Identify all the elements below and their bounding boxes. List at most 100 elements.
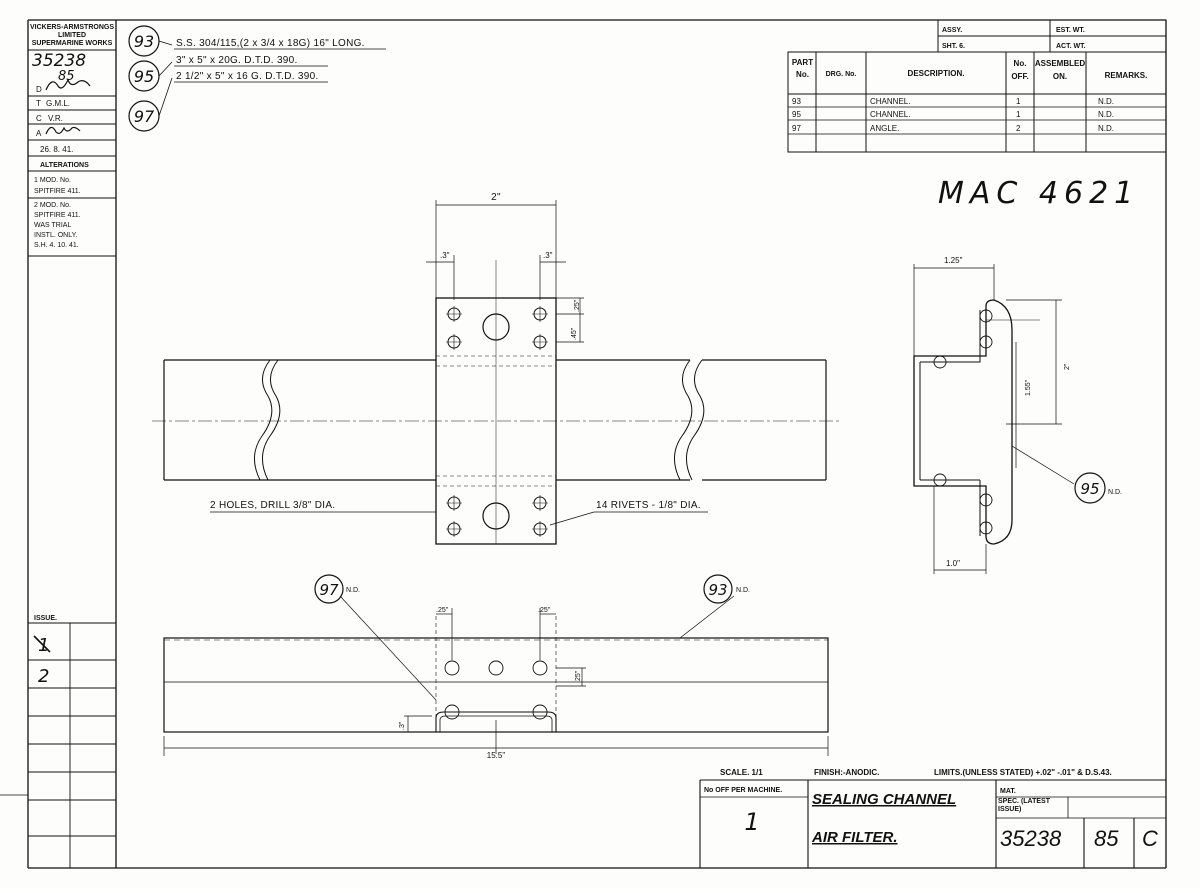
table-row-2-part: 95 bbox=[792, 110, 801, 119]
section-95-number: 95 bbox=[1080, 480, 1099, 498]
alteration-2-line-1: 2 MOD. No. bbox=[34, 202, 71, 209]
elevation-length-dim: 15.5" bbox=[487, 751, 506, 760]
issue-title: ISSUE. bbox=[34, 615, 57, 622]
company-limited: LIMITED bbox=[58, 32, 86, 39]
elevation-97-note: N.D. bbox=[346, 587, 360, 594]
section-2-dim: 2" bbox=[1064, 363, 1071, 370]
plan-left-dim: .3" bbox=[440, 251, 450, 260]
alteration-2-line-5: S.H. 4. 10. 41. bbox=[34, 242, 79, 249]
revision-date: 26. 8. 41. bbox=[40, 145, 73, 154]
issue-2: 2 bbox=[38, 666, 49, 687]
approved-signature bbox=[45, 126, 81, 135]
section-95-note: N.D. bbox=[1108, 489, 1122, 496]
limits-label: LIMITS.(UNLESS STATED) +.02" -.01" & D.S… bbox=[934, 768, 1112, 777]
revision-block: VICKERS-ARMSTRONGS LIMITED SUPERMARINE W… bbox=[28, 24, 116, 868]
assy-label: ASSY. bbox=[942, 27, 962, 34]
title-sheet-number: 85 bbox=[1094, 826, 1119, 851]
alteration-1-line-1: 1 MOD. No. bbox=[34, 177, 71, 184]
section-95-balloon bbox=[1074, 472, 1106, 504]
section-155-dim: 1.55" bbox=[1025, 379, 1032, 396]
alteration-2-line-2: SPITFIRE 411. bbox=[34, 212, 81, 219]
est-weight-label: EST. WT. bbox=[1056, 27, 1085, 34]
company-works: SUPERMARINE WORKS bbox=[32, 40, 113, 47]
header-assembled-on: ASSEMBLED ON. bbox=[1035, 59, 1085, 81]
elevation-side-25-dim: .25" bbox=[575, 670, 582, 683]
holes-note: 2 HOLES, DRILL 3/8" DIA. bbox=[210, 500, 335, 511]
mat-label: MAT. bbox=[1000, 788, 1016, 795]
finish-label: FINISH:-ANODIC. bbox=[814, 768, 879, 777]
elevation-3-dim: .3" bbox=[399, 721, 406, 730]
table-row-1-remarks: N.D. bbox=[1098, 97, 1114, 106]
elevation-97-number: 97 bbox=[319, 581, 339, 599]
elevation-view bbox=[163, 574, 829, 756]
table-row-3-remarks: N.D. bbox=[1098, 124, 1114, 133]
table-row-2-off: 1 bbox=[1016, 110, 1021, 119]
section-top-dim: 1.25" bbox=[944, 256, 963, 265]
table-row-3-part: 97 bbox=[792, 124, 801, 133]
header-no-off: No. OFF. bbox=[1011, 59, 1028, 81]
sheet-label: SHT. 6. bbox=[942, 43, 965, 50]
drawn-signature bbox=[45, 78, 91, 91]
section-view bbox=[913, 264, 1106, 574]
spec-label: SPEC. (LATEST ISSUE) bbox=[998, 798, 1050, 813]
no-off-value: 1 bbox=[744, 808, 759, 836]
title-block bbox=[699, 779, 1166, 868]
header-drg-no: DRG. No. bbox=[826, 71, 857, 78]
alteration-2-line-4: INSTL. ONLY. bbox=[34, 232, 77, 239]
rivets-note: 14 RIVETS - 1/8" DIA. bbox=[596, 500, 701, 511]
elevation-97-balloon bbox=[314, 574, 344, 604]
table-row-3-off: 2 bbox=[1016, 124, 1021, 133]
alterations-title: ALTERATIONS bbox=[40, 162, 89, 169]
elevation-93-number: 93 bbox=[708, 581, 727, 599]
material-97-spec: 2 1/2" x 5" x 16 G. D.T.D. 390. bbox=[176, 71, 319, 82]
elevation-left-25-dim: .25" bbox=[436, 607, 449, 614]
material-list bbox=[128, 25, 386, 132]
title-issue-letter: C bbox=[1142, 826, 1158, 851]
revision-sheet-ref: 85 bbox=[58, 69, 75, 84]
header-description: DESCRIPTION. bbox=[908, 69, 965, 78]
approved-label: A bbox=[36, 129, 42, 138]
issue-1-strike bbox=[33, 635, 51, 653]
parts-table bbox=[787, 19, 1167, 153]
checked-by: V.R. bbox=[48, 114, 63, 123]
title-line-2: AIR FILTER. bbox=[811, 829, 898, 846]
material-95-number: 95 bbox=[134, 67, 154, 86]
traced-label: T bbox=[36, 99, 41, 108]
parts-table-rows: 93 CHANNEL. 1 N.D. 95 CHANNEL. 1 N.D. 97… bbox=[792, 97, 1114, 133]
checked-label: C bbox=[36, 114, 42, 123]
table-row-1-part: 93 bbox=[792, 97, 801, 106]
table-row-3-desc: ANGLE. bbox=[870, 124, 899, 133]
table-row-1-off: 1 bbox=[1016, 97, 1021, 106]
table-row-2-remarks: N.D. bbox=[1098, 110, 1114, 119]
table-row-1-desc: CHANNEL. bbox=[870, 97, 910, 106]
plan-width-dim: 2" bbox=[491, 192, 501, 203]
company-name: VICKERS-ARMSTRONGS bbox=[30, 24, 114, 31]
alteration-1-line-2: SPITFIRE 411. bbox=[34, 188, 81, 195]
material-93-number: 93 bbox=[134, 32, 154, 51]
scale-label: SCALE. 1/1 bbox=[720, 768, 763, 777]
section-bottom-dim: 1.0" bbox=[946, 559, 960, 568]
header-remarks: REMARKS. bbox=[1105, 71, 1148, 80]
table-row-2-desc: CHANNEL. bbox=[870, 110, 910, 119]
traced-by: G.M.L. bbox=[46, 99, 70, 108]
material-95-spec: 3" x 5" x 20G. D.T.D. 390. bbox=[176, 55, 298, 66]
plan-45-dim: .45" bbox=[571, 327, 578, 340]
elevation-93-note: N.D. bbox=[736, 587, 750, 594]
plan-25-dim: .25" bbox=[574, 299, 581, 312]
plan-right-dim: .3" bbox=[543, 251, 553, 260]
elevation-right-25-dim: .25" bbox=[538, 607, 551, 614]
no-off-label: No OFF PER MACHINE. bbox=[704, 787, 782, 794]
header-part-no: PART No. bbox=[792, 58, 813, 79]
elevation-93-balloon bbox=[703, 574, 733, 604]
drawn-label: D bbox=[36, 85, 42, 94]
mac-stamp: MAC 4621 bbox=[938, 176, 1139, 211]
plan-view bbox=[152, 200, 840, 545]
title-line-1: SEALING CHANNEL bbox=[812, 791, 956, 808]
act-weight-label: ACT. WT. bbox=[1056, 43, 1086, 50]
material-93-spec: S.S. 304/115,(2 x 3/4 x 18G) 16" LONG. bbox=[176, 38, 365, 49]
revision-drawing-number: 35238 bbox=[32, 51, 86, 71]
title-drawing-number: 35238 bbox=[1000, 826, 1062, 851]
sheet-border bbox=[0, 19, 1167, 869]
